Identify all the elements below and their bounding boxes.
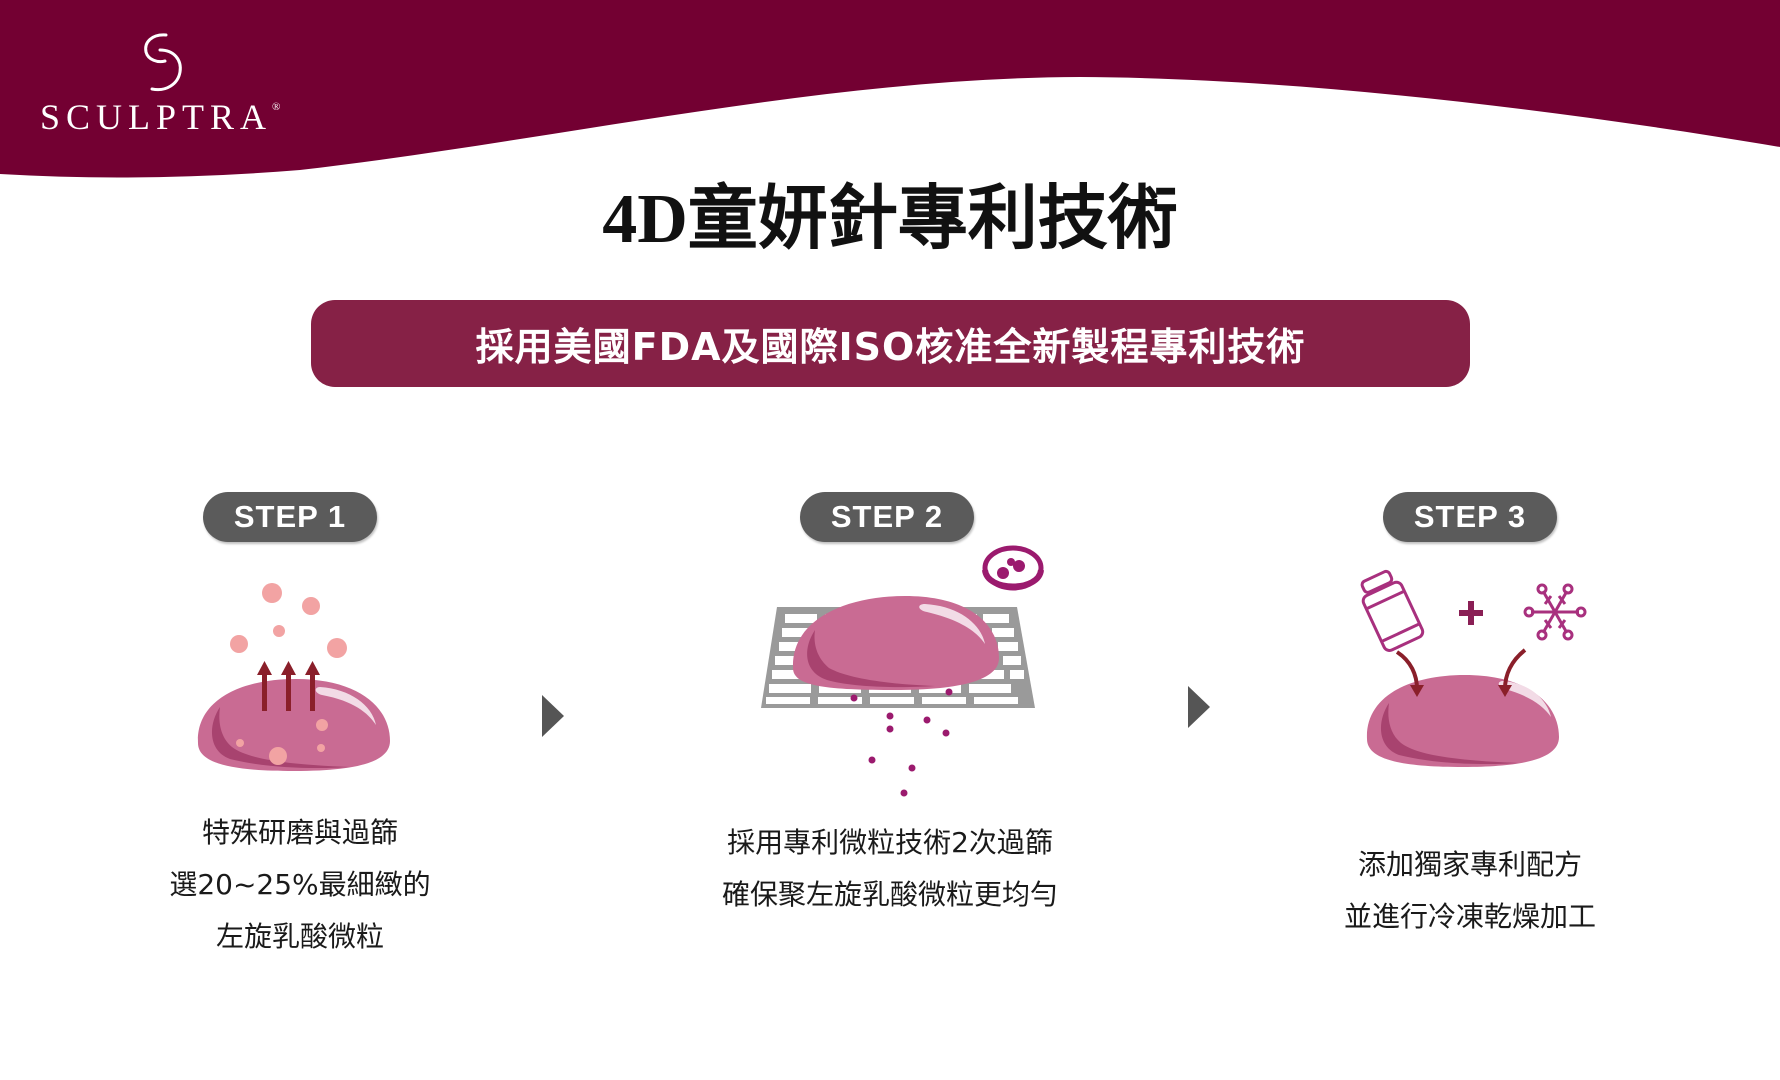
step-3-line-2: 並進行冷凍乾燥加工 (1343, 900, 1596, 933)
subtitle-banner: 採用美國FDA及國際ISO核准全新製程專利技術 (311, 300, 1470, 387)
step-3-illustration (1360, 569, 1587, 767)
chevron-right-icon (1188, 686, 1210, 728)
falling-particles-icon (850, 688, 953, 797)
step-1-line-3: 左旋乳酸微粒 (215, 920, 384, 953)
brand-name: SCULPTRA (40, 97, 273, 137)
step-3-line-1: 添加獨家專利配方 (1357, 848, 1582, 881)
step-1-badge: STEP 1 (203, 492, 377, 542)
brand-logo[interactable]: SCULPTRA® (0, 0, 320, 150)
step-3-badge: STEP 3 (1383, 492, 1557, 542)
step-2-illustration (761, 545, 1044, 797)
brand-wordmark: SCULPTRA® (40, 96, 290, 138)
snowflake-icon (1523, 583, 1587, 641)
petri-dish-icon (982, 545, 1044, 591)
step-2-line-1: 採用專利微粒技術2次過篩 (727, 826, 1053, 859)
registered-mark: ® (272, 101, 281, 113)
plus-icon (1459, 601, 1483, 625)
step-1-line-2: 選20~25%最細緻的 (169, 868, 431, 901)
step-2-line-2: 確保聚左旋乳酸微粒更均勻 (721, 878, 1058, 911)
up-arrows-icon (257, 661, 320, 711)
step-3-description: 添加獨家專利配方 並進行冷凍乾燥加工 (1290, 839, 1650, 943)
step-1-illustration (197, 583, 390, 771)
vial-icon (1360, 569, 1425, 652)
s-swirl-icon (144, 33, 182, 92)
header-wave-background (0, 0, 1780, 178)
chevron-right-icon (542, 695, 564, 737)
step-2-badge: STEP 2 (800, 492, 974, 542)
page-title: 4D童妍針專利技術 (602, 181, 1178, 258)
step-1-line-1: 特殊研磨與過篩 (201, 816, 398, 849)
step-2-description: 採用專利微粒技術2次過篩 確保聚左旋乳酸微粒更均勻 (680, 817, 1100, 921)
particle-icon (262, 583, 282, 603)
banner-text: 採用美國FDA及國際ISO核准全新製程專利技術 (475, 325, 1306, 369)
step-1-description: 特殊研磨與過篩 選20~25%最細緻的 左旋乳酸微粒 (140, 807, 460, 963)
